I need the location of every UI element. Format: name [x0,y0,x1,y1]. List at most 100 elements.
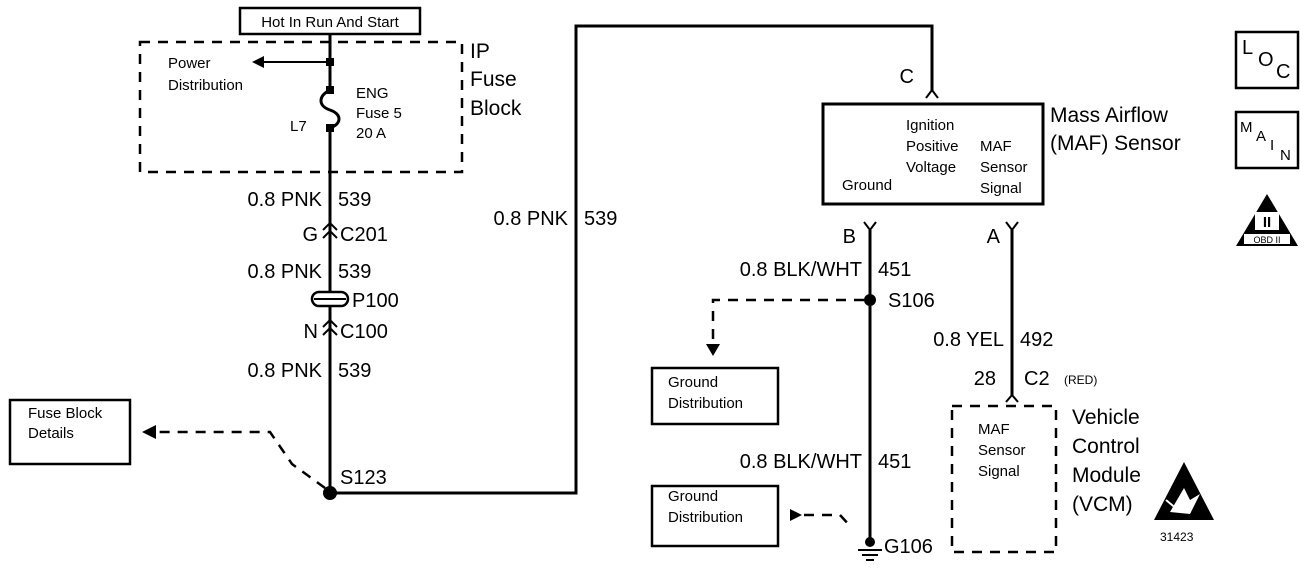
p100-grommet-icon [310,290,350,308]
vcm-name-2: Control [1072,435,1140,458]
maf-pin-a-icon [1005,221,1019,232]
c201-label: C201 [340,224,388,246]
obd-ii-icon[interactable]: II OBD II [1236,194,1298,246]
maf-ign-label-2: Positive [906,138,959,155]
main-icon-a: A [1256,128,1266,145]
ground-wire-1-circuit: 451 [878,259,911,281]
main-icon-m: M [1240,119,1253,136]
ground-distribution-1-label-2: Distribution [668,395,743,412]
s106-splice-dot [864,294,876,306]
esd-warning-icon [1154,462,1214,520]
fuse-label-3: 20 A [356,125,386,142]
maf-sensor-name-2: (MAF) Sensor [1050,132,1181,155]
fuse-block-details-box[interactable]: Fuse Block Details [8,398,132,466]
c100-pin: N [304,321,318,343]
mid-wire [330,24,934,495]
c100-label: C100 [340,321,388,343]
s123-label: S123 [340,467,387,489]
fuse-block-details-label-2: Details [28,425,74,442]
maf-ign-label-3: Voltage [906,159,956,176]
maf-ground-label: Ground [842,177,892,194]
maf-pin-b: B [843,226,856,248]
p100-label: P100 [352,290,399,312]
power-distribution-label-1: Power [168,55,211,72]
figure-number: 31423 [1160,530,1194,544]
maf-signal-label-1: MAF [980,138,1012,155]
signal-wire-gauge: 0.8 YEL [933,329,1004,351]
ground-wire-1-gauge: 0.8 BLK/WHT [740,259,862,281]
mid-wire-gauge: 0.8 PNK [494,208,569,230]
fuse-block-details-label-1: Fuse Block [28,405,103,422]
fuse-top-node [326,58,334,66]
ground-wire-2-gauge: 0.8 BLK/WHT [740,451,862,473]
ground-distribution-2-label-1: Ground [668,488,718,505]
fuse-block-details-arrow-icon [142,425,156,439]
loc-icon-c: C [1276,61,1290,83]
fuse-top-terminal [326,86,334,94]
c2-connector-icon [1005,393,1019,403]
signal-wire-circuit: 492 [1020,329,1053,351]
g106-label: G106 [884,536,933,558]
ip-fuse-block-label-3: Block [470,97,522,120]
fuse-label-1: ENG [356,85,389,102]
fuse-symbol-icon [319,88,341,130]
loc-icon-l: L [1242,37,1253,59]
maf-pin-c: C [900,66,914,88]
obd-ii-text: OBD II [1253,235,1280,245]
maf-pin-c-icon [925,88,939,99]
ground-distribution-2-label-2: Distribution [668,509,743,526]
main-icon-n: N [1280,147,1291,164]
maf-pin-b-icon [863,221,877,232]
vcm-inner-label-2: Sensor [978,442,1026,459]
ground-distribution-1-arrow-icon [706,344,720,356]
left-wire-2-gauge: 0.8 PNK [248,261,323,283]
loc-icon[interactable]: L O C [1234,30,1300,90]
ground-distribution-2-arrow-icon [790,509,802,521]
maf-ign-label-1: Ignition [906,117,954,134]
fuse-label-2: Fuse 5 [356,105,402,122]
c2-label: C2 [1024,368,1050,390]
loc-icon-o: O [1258,49,1274,71]
ground-distribution-1-label-1: Ground [668,374,718,391]
c100-connector-icon [322,318,338,336]
ip-fuse-block-outline [138,40,464,174]
power-distribution-label-2: Distribution [168,77,243,94]
c2-color: (RED) [1064,373,1097,387]
left-wire-1-gauge: 0.8 PNK [248,189,323,211]
ground-distribution-1-box[interactable]: Ground Distribution [650,366,780,426]
maf-pin-a: A [987,226,1001,248]
ip-fuse-block-label-2: Fuse [470,68,517,91]
main-icon[interactable]: M A I N [1234,110,1300,170]
power-distribution-arrow-icon [252,56,264,68]
fuse-block-details-lead [155,430,326,490]
ip-fuse-block-label-1: IP [470,40,490,63]
ground-wire-2-circuit: 451 [878,451,911,473]
vcm-inner-label-3: Signal [978,463,1020,480]
maf-signal-label-2: Sensor [980,159,1028,176]
left-wire-2-circuit: 539 [338,261,371,283]
vcm-name-4: (VCM) [1072,493,1133,516]
c2-pin: 28 [974,368,996,390]
obd-ii-numeral: II [1263,214,1271,231]
ground-distribution-2-box[interactable]: Ground Distribution [650,484,780,548]
c201-connector-icon [322,221,338,239]
ground-distribution-2-lead [804,513,853,529]
s106-label: S106 [888,290,935,312]
mid-wire-circuit: 539 [584,208,617,230]
c201-pin: G [302,224,318,246]
hot-in-run-box: Hot In Run And Start [238,6,422,36]
left-wire-3-gauge: 0.8 PNK [248,360,323,382]
left-wire-1-circuit: 539 [338,189,371,211]
vcm-name-3: Module [1072,464,1141,487]
maf-sensor-box [821,102,1045,206]
maf-signal-label-3: Signal [980,180,1022,197]
fuse-id: L7 [290,118,307,135]
main-icon-i: I [1270,137,1274,154]
vcm-inner-label-1: MAF [978,421,1010,438]
g106-ground-icon [858,537,882,561]
left-wire-3-circuit: 539 [338,360,371,382]
hot-in-run-label: Hot In Run And Start [261,14,399,31]
maf-sensor-name-1: Mass Airflow [1050,104,1169,127]
vcm-name-1: Vehicle [1072,406,1140,429]
